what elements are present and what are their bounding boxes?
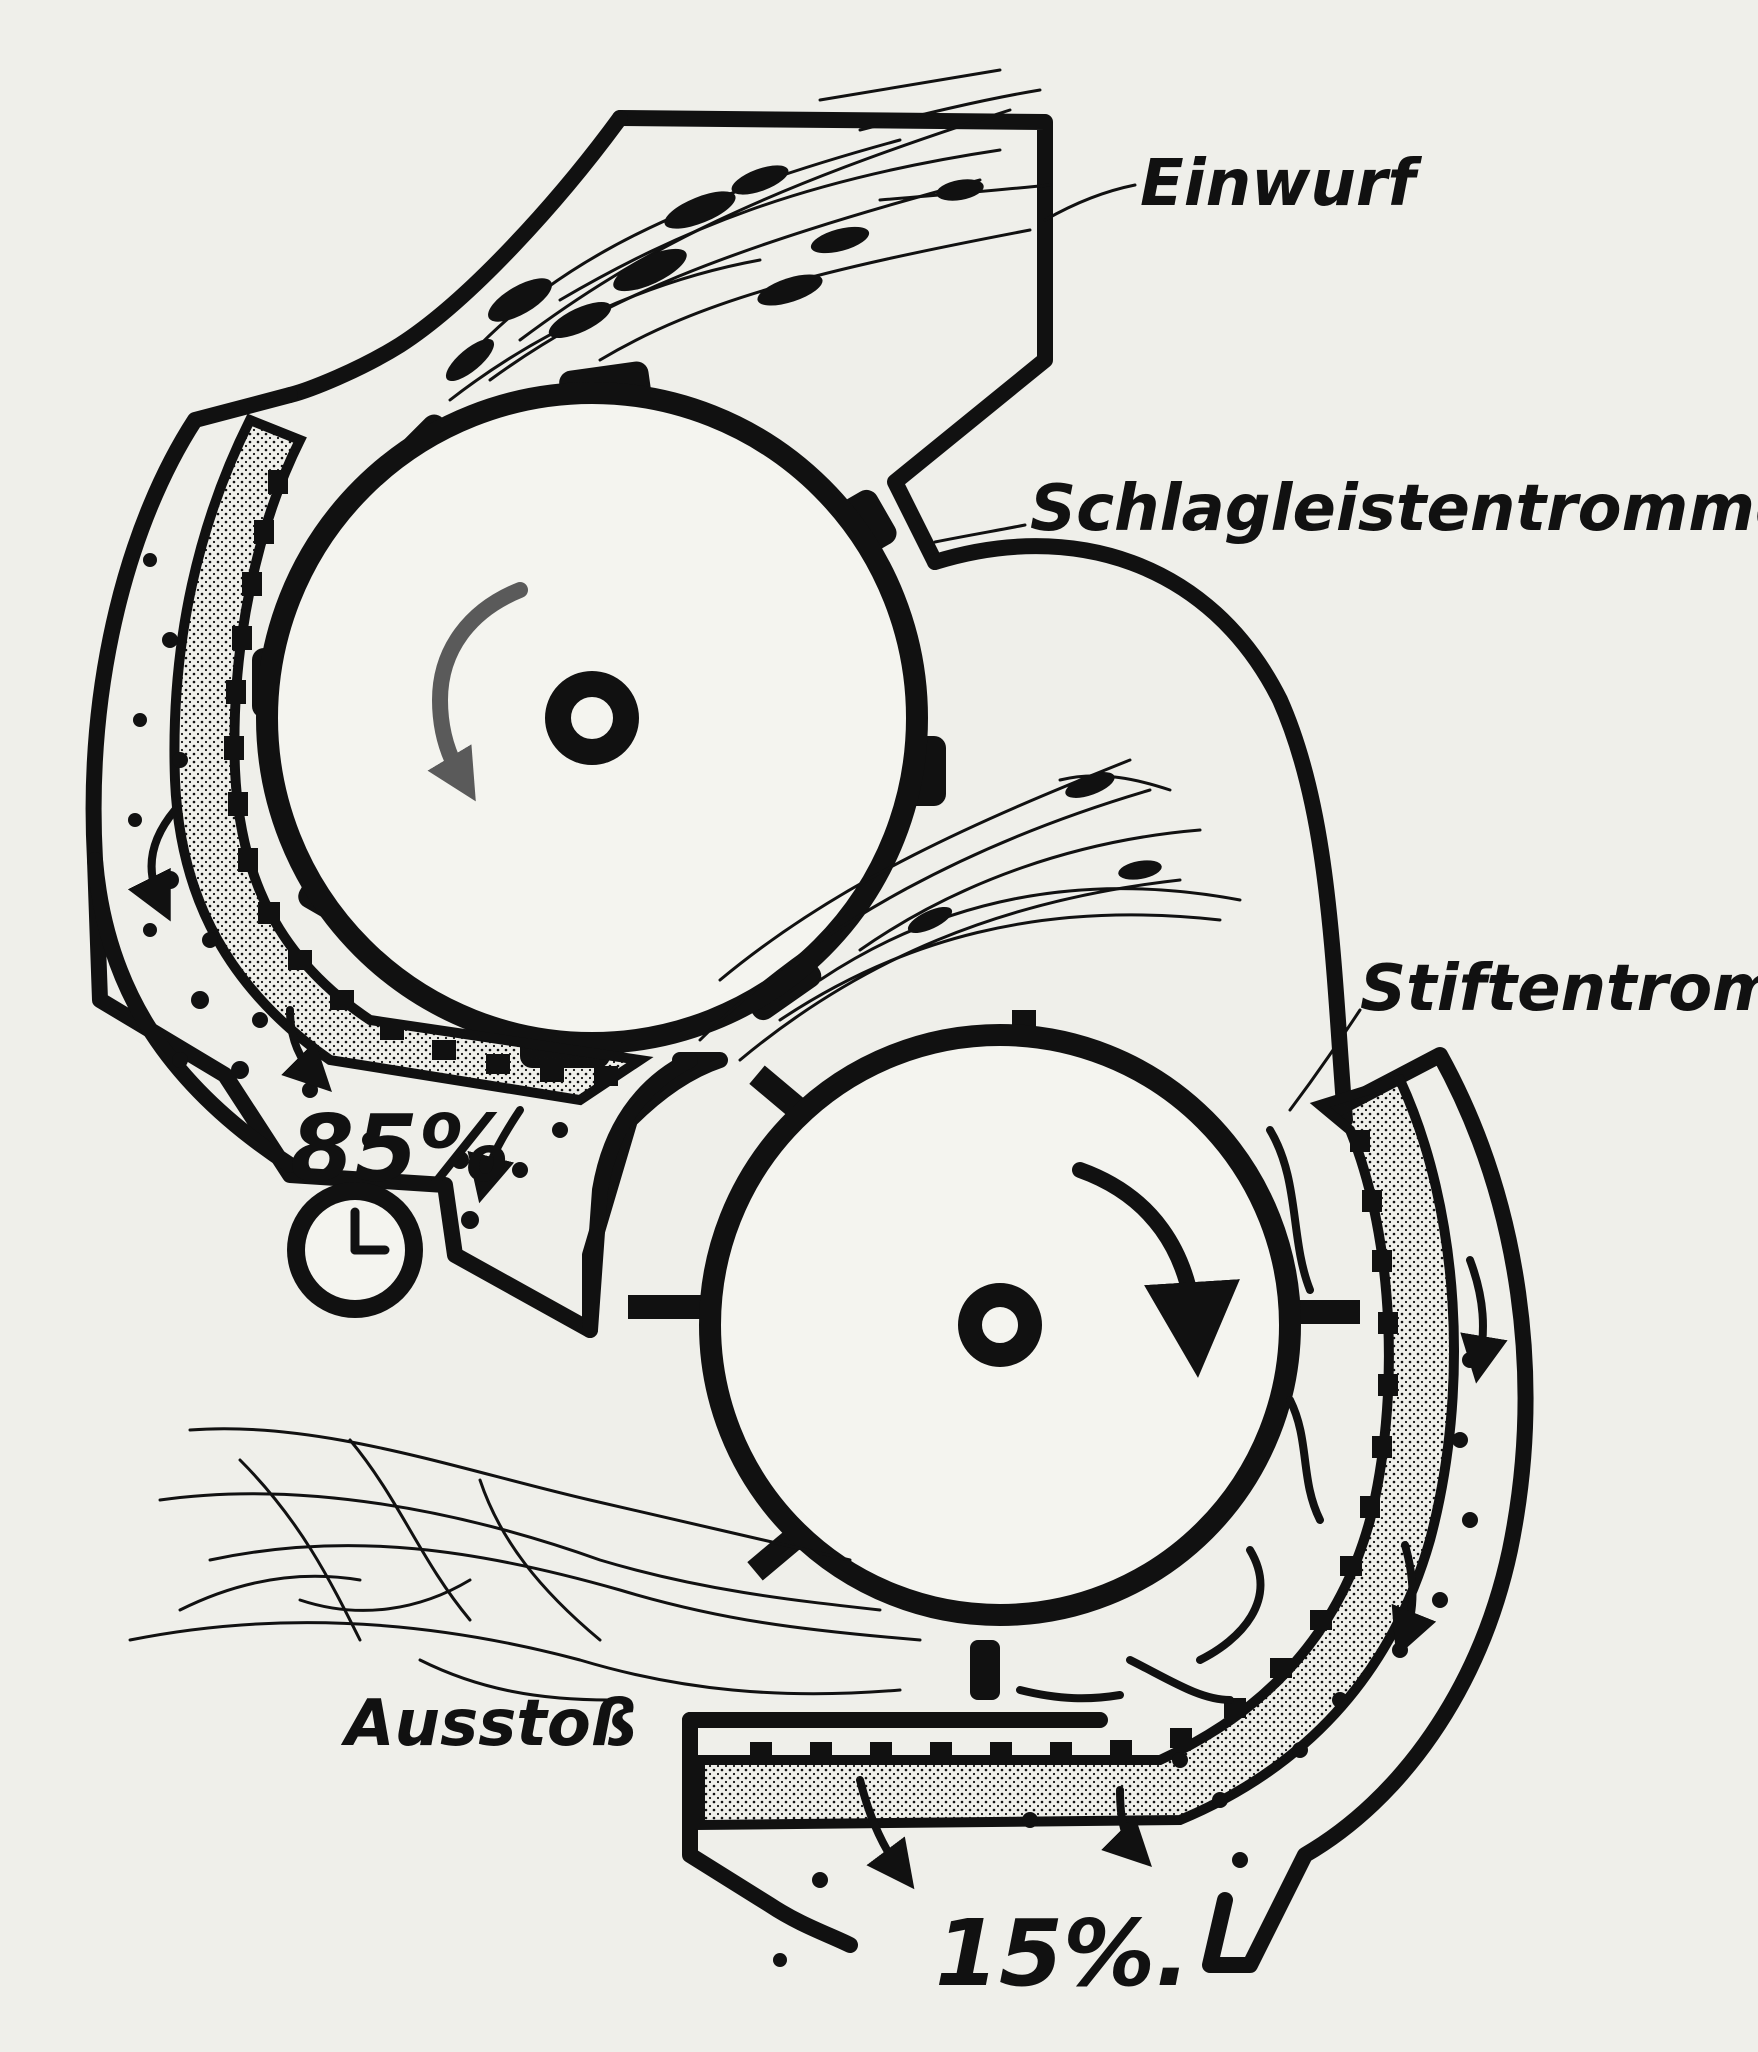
label-peg-drum: Stiftentrommel [1360,952,1758,1026]
label-discharge: Ausstoß [340,1687,637,1761]
intake-hopper [282,68,1053,570]
rotation-arrow-icon [427,582,528,802]
label-share-first: 85% [290,1095,510,1202]
straw-transfer [698,758,1242,1062]
clock-icon [287,1182,423,1318]
grain-ears-intake [445,165,984,382]
concave-grid [224,470,618,1086]
lower-concave-grid [750,1130,1398,1762]
trapped-straw [1016,1126,1324,1704]
rotation-arrow-icon [1072,1162,1240,1378]
peg-drum [628,1010,1360,1700]
label-share-second: 15%. [935,1900,1190,2007]
upper-concave [85,387,728,1338]
lower-concave [682,1047,1534,1973]
straw-discharge [128,1427,922,1702]
label-rasp-bar-drum: Schlagleistentrommel [1030,472,1758,546]
falling-grain-upper [128,553,568,1229]
rasp-bar-drum [252,361,946,1068]
label-intake: Einwurf [1140,147,1422,221]
leader-lines [933,183,1362,1112]
lower-housing [582,538,1353,1338]
grain-ears-transfer [907,772,1162,934]
